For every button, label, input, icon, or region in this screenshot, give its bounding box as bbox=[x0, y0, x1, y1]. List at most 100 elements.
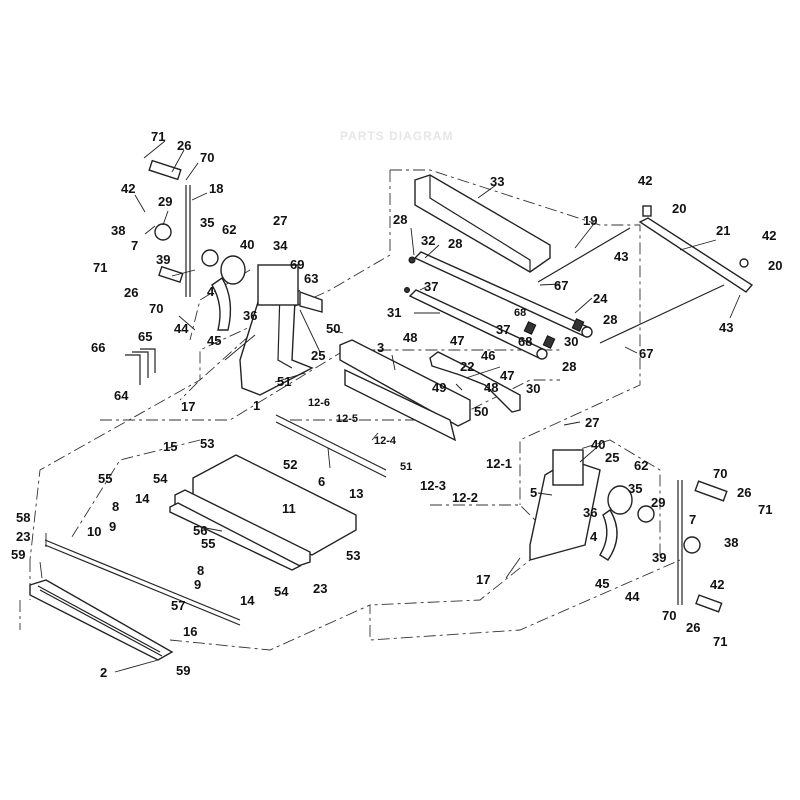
callout-53a: 53 bbox=[200, 436, 214, 451]
callout-30a: 30 bbox=[564, 334, 578, 349]
callout-15: 15 bbox=[163, 439, 177, 454]
callout-48a: 48 bbox=[403, 330, 417, 345]
callout-19: 19 bbox=[583, 213, 597, 228]
callout-70d: 70 bbox=[662, 608, 676, 623]
base-bar bbox=[29, 579, 174, 661]
callout-12-6: 12-6 bbox=[308, 397, 330, 409]
right-cam-lever bbox=[599, 485, 655, 561]
callout-21: 21 bbox=[716, 223, 730, 238]
callout-52: 52 bbox=[283, 457, 297, 472]
callout-66: 66 bbox=[91, 340, 105, 355]
callout-25b: 25 bbox=[605, 450, 619, 465]
callout-62b: 62 bbox=[634, 458, 648, 473]
callout-28d: 28 bbox=[562, 359, 576, 374]
callout-9a: 9 bbox=[109, 519, 116, 534]
callout-51a: 51 bbox=[277, 374, 291, 389]
callout-35a: 35 bbox=[200, 215, 214, 230]
callout-48b: 48 bbox=[484, 380, 498, 395]
callout-40a: 40 bbox=[240, 237, 254, 252]
lower-roller bbox=[404, 287, 548, 360]
callout-7a: 7 bbox=[131, 238, 138, 253]
callout-35b: 35 bbox=[628, 481, 642, 496]
callout-20b: 20 bbox=[768, 258, 782, 273]
callout-37b: 37 bbox=[496, 322, 510, 337]
callout-59a: 59 bbox=[11, 547, 25, 562]
callout-71c: 71 bbox=[758, 502, 772, 517]
callout-22: 22 bbox=[460, 359, 474, 374]
callout-20a: 20 bbox=[672, 201, 686, 216]
front-rod bbox=[44, 539, 241, 626]
callout-47a: 47 bbox=[450, 333, 464, 348]
callout-29a: 29 bbox=[158, 194, 172, 209]
callout-28a: 28 bbox=[393, 212, 407, 227]
callout-50b: 50 bbox=[474, 404, 488, 419]
callout-39a: 39 bbox=[156, 252, 170, 267]
callout-70b: 70 bbox=[149, 301, 163, 316]
left-cam-lever bbox=[201, 249, 246, 331]
callout-43a: 43 bbox=[614, 249, 628, 264]
callout-33: 33 bbox=[490, 174, 504, 189]
callout-13: 13 bbox=[349, 486, 363, 501]
callout-45b: 45 bbox=[595, 576, 609, 591]
support-bar bbox=[638, 205, 754, 293]
callout-62a: 62 bbox=[222, 222, 236, 237]
callout-50a: 50 bbox=[326, 321, 340, 336]
lever-arm bbox=[429, 351, 521, 413]
tie-rod-lower bbox=[599, 284, 725, 344]
callout-8a: 8 bbox=[112, 499, 119, 514]
callout-71d: 71 bbox=[713, 634, 727, 649]
callout-12-1: 12-1 bbox=[486, 456, 512, 471]
callout-58: 58 bbox=[16, 510, 30, 525]
callout-39b: 39 bbox=[652, 550, 666, 565]
callout-68b: 68 bbox=[518, 334, 532, 349]
callout-26d: 26 bbox=[686, 620, 700, 635]
callout-38a: 38 bbox=[111, 223, 125, 238]
upper-roller bbox=[408, 251, 593, 338]
callout-26a: 26 bbox=[177, 138, 191, 153]
callout-27a: 27 bbox=[273, 213, 287, 228]
callout-70c: 70 bbox=[713, 466, 727, 481]
callout-55b: 55 bbox=[201, 536, 215, 551]
callout-43b: 43 bbox=[719, 320, 733, 335]
callout-16: 16 bbox=[183, 624, 197, 639]
callout-6: 6 bbox=[318, 474, 325, 489]
callout-54b: 54 bbox=[274, 584, 289, 599]
callout-29b: 29 bbox=[651, 495, 665, 510]
callout-26b: 26 bbox=[124, 285, 138, 300]
right-side-frame bbox=[529, 449, 601, 561]
callout-42c: 42 bbox=[762, 228, 776, 243]
left-side-frame bbox=[239, 264, 323, 396]
callout-23a: 23 bbox=[16, 529, 30, 544]
callout-12-5: 12-5 bbox=[336, 413, 358, 425]
callout-49: 49 bbox=[432, 380, 446, 395]
callout-12-2: 12-2 bbox=[452, 490, 478, 505]
callout-12-3: 12-3 bbox=[420, 478, 446, 493]
lower-bed-plates bbox=[169, 454, 357, 571]
callout-67a: 67 bbox=[554, 278, 568, 293]
callout-14b: 14 bbox=[240, 593, 255, 608]
callout-47b: 47 bbox=[500, 368, 514, 383]
tie-rod-upper bbox=[537, 227, 631, 283]
callout-18: 18 bbox=[209, 181, 223, 196]
right-feed-handle bbox=[677, 480, 728, 613]
callout-44a: 44 bbox=[174, 321, 189, 336]
callout-17a: 17 bbox=[181, 399, 195, 414]
callout-32: 32 bbox=[421, 233, 435, 248]
callout-27b: 27 bbox=[585, 415, 599, 430]
callout-36a: 36 bbox=[243, 308, 257, 323]
callout-42a: 42 bbox=[121, 181, 135, 196]
callout-1: 1 bbox=[253, 398, 260, 413]
callout-38b: 38 bbox=[724, 535, 738, 550]
callout-59b: 59 bbox=[176, 663, 190, 678]
callout-56: 56 bbox=[193, 523, 207, 538]
callout-71a: 71 bbox=[151, 129, 165, 144]
callout-68a: 68 bbox=[514, 307, 526, 319]
callout-30b: 30 bbox=[526, 381, 540, 396]
callout-54a: 54 bbox=[153, 471, 168, 486]
upper-blade-assembly bbox=[275, 339, 471, 478]
callout-12-4: 12-4 bbox=[374, 435, 397, 447]
callout-labels: 71 26 70 18 42 29 38 7 39 35 62 27 40 34… bbox=[11, 129, 782, 680]
callout-25a: 25 bbox=[311, 348, 325, 363]
callout-36b: 36 bbox=[583, 505, 597, 520]
